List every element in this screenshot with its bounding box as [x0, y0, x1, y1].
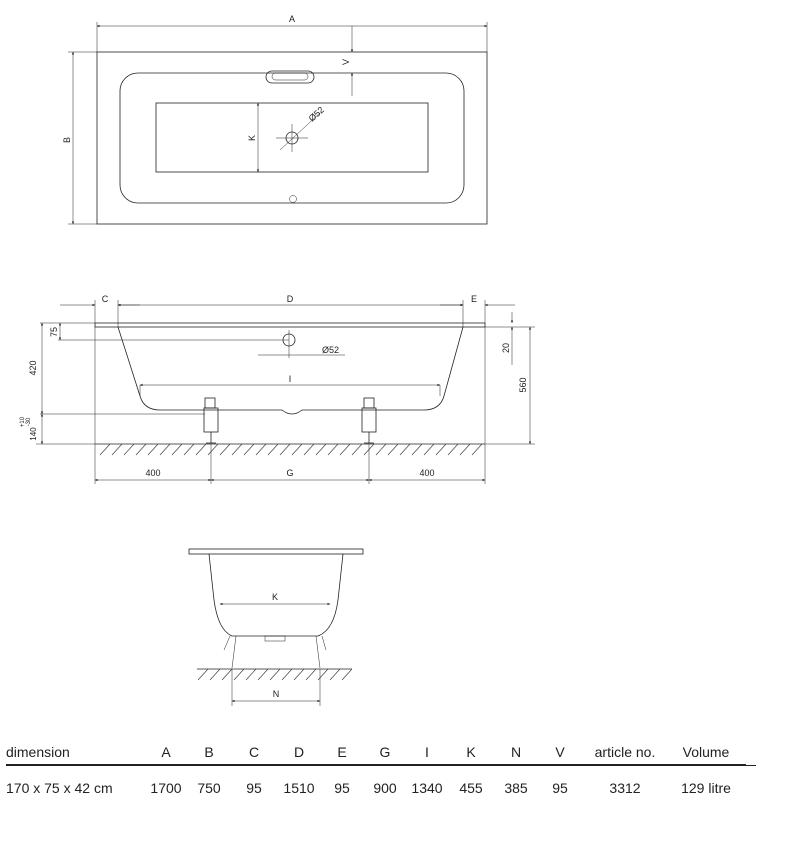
tub-outer-rim — [96, 51, 488, 225]
value-E: 95 — [334, 780, 350, 796]
header-N: N — [496, 740, 536, 765]
value-N: 385 — [504, 780, 528, 796]
foot-right — [361, 397, 377, 444]
dim-label-N: N — [273, 689, 280, 699]
dim-label-V: V — [341, 59, 351, 65]
dim-label-E: E — [471, 294, 477, 304]
dim-label-B: B — [62, 137, 72, 143]
dim-label-plus10: +10 — [20, 416, 26, 427]
end-view: K N — [188, 548, 364, 706]
spec-header-row: dimension A B C D E G I K N V article no… — [6, 740, 746, 765]
value-A: 1700 — [150, 780, 182, 796]
value-article-no: 3312 — [609, 780, 641, 796]
header-article-no: article no. — [584, 740, 666, 765]
header-K: K — [446, 740, 496, 765]
header-B: B — [186, 740, 232, 765]
dim-label-D: D — [287, 294, 294, 304]
header-volume: Volume — [666, 740, 746, 765]
header-E: E — [322, 740, 362, 765]
header-I: I — [408, 740, 446, 765]
dim-label-C: C — [102, 294, 109, 304]
header-dimension: dimension — [6, 740, 146, 765]
dim-label-side-diameter: Ø52 — [322, 345, 339, 355]
dim-label-diameter: Ø52 — [307, 105, 326, 124]
header-V: V — [536, 740, 584, 765]
dim-label-A: A — [289, 14, 295, 24]
side-view: Ø52 — [20, 294, 535, 484]
value-V: 95 — [552, 780, 568, 796]
dim-label-560: 560 — [518, 377, 528, 392]
dim-label-20: 20 — [501, 343, 511, 353]
value-B: 750 — [197, 780, 221, 796]
dim-label-right-400: 400 — [419, 468, 434, 478]
spec-table-rule — [6, 765, 756, 766]
tub-floor-area — [155, 102, 429, 173]
overflow-handle — [265, 70, 315, 84]
header-A: A — [146, 740, 186, 765]
value-K: 455 — [459, 780, 483, 796]
dim-label-75: 75 — [49, 327, 59, 337]
top-view: A B V K Ø52 — [62, 14, 488, 225]
value-C: 95 — [246, 780, 262, 796]
tub-rim-side — [94, 322, 486, 328]
header-C: C — [232, 740, 276, 765]
value-G: 900 — [373, 780, 397, 796]
dim-label-140: 140 — [29, 427, 38, 441]
dim-label-left-400: 400 — [145, 468, 160, 478]
value-volume: 129 litre — [681, 780, 731, 796]
tub-body-side — [117, 326, 464, 415]
dim-label-end-K: K — [272, 592, 278, 602]
header-G: G — [362, 740, 408, 765]
floor-hatch — [99, 443, 483, 456]
dim-label-G: G — [286, 468, 293, 478]
dim-label-minus30: -30 — [26, 417, 32, 426]
foot-left — [203, 397, 219, 444]
tub-rim-end — [188, 548, 364, 555]
dim-label-K: K — [247, 135, 257, 141]
spec-value-row: 170 x 75 x 42 cm 1700 750 95 1510 95 900… — [6, 765, 746, 812]
dim-label-420: 420 — [28, 360, 38, 375]
value-I: 1340 — [411, 780, 443, 796]
dim-label-I: I — [289, 374, 292, 384]
header-D: D — [276, 740, 322, 765]
value-D: 1510 — [283, 780, 315, 796]
value-dimension: 170 x 75 x 42 cm — [6, 780, 113, 796]
spec-table: dimension A B C D E G I K N V article no… — [6, 740, 746, 811]
